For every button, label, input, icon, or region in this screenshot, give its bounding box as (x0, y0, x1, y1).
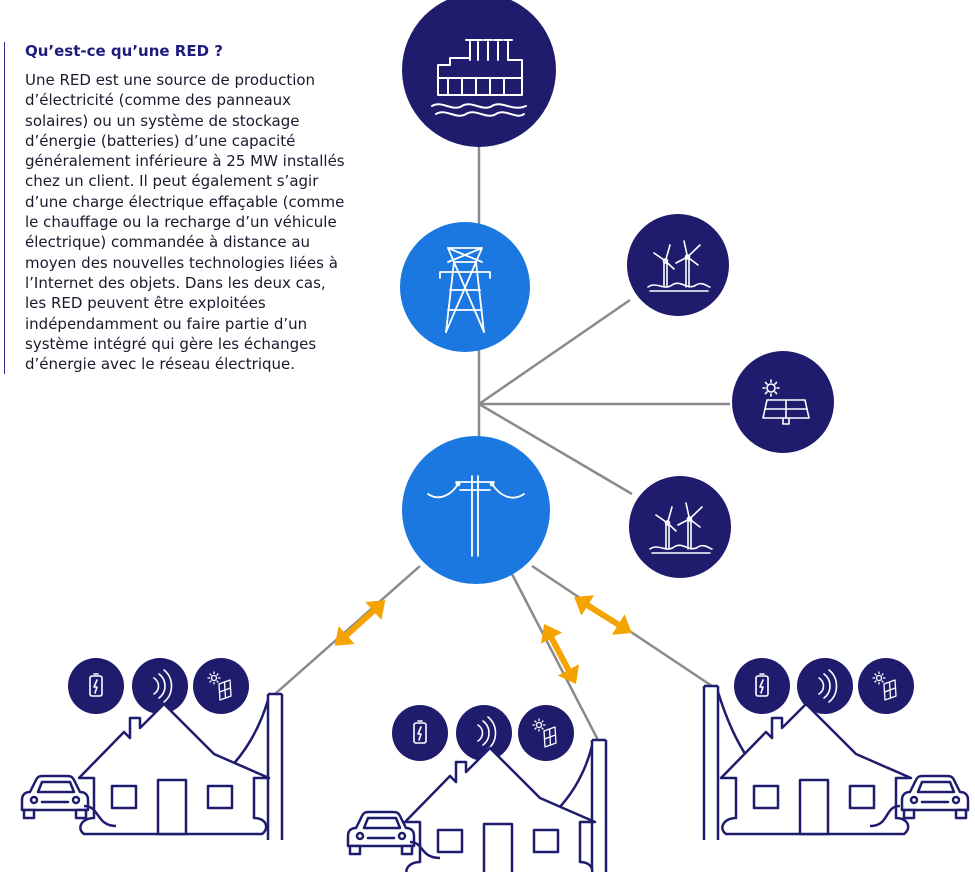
battery-badge (392, 705, 448, 761)
power-plant-node (402, 0, 556, 147)
bidirectional-arrow-icon (327, 591, 394, 654)
sidebar-body: Une RED est une source de production d’é… (25, 71, 345, 374)
distribution-pole-icon (427, 475, 525, 557)
battery-badge (68, 658, 124, 714)
wireless-badge (456, 705, 512, 761)
transmission-tower-node (400, 222, 530, 352)
grid-lines (274, 120, 730, 741)
electric-car-icon (20, 774, 90, 820)
house-icon (77, 702, 271, 836)
wireless-badge (797, 658, 853, 714)
solar-badge (858, 658, 914, 714)
electric-car-icon (900, 774, 970, 820)
battery-badge (734, 658, 790, 714)
power-plant-icon (431, 39, 527, 117)
solar-badge (518, 705, 574, 761)
sidebar-title: Qu’est-ce qu’une RED ? (25, 42, 223, 60)
wireless-badge (132, 658, 188, 714)
solar-panel-node (732, 351, 834, 453)
wind-turbines-node-top (627, 214, 729, 316)
house-icon (403, 746, 597, 872)
distribution-pole-node (402, 436, 550, 584)
house-group-right (702, 658, 970, 840)
line-to-house-middle (510, 573, 600, 741)
bidirectional-arrow-icon (568, 587, 638, 643)
house-icon (719, 702, 913, 836)
house-group-left (20, 658, 284, 840)
branch-line-wind-bottom (478, 402, 633, 496)
sidebar-text-block: Qu’est-ce qu’une RED ? Une RED est une s… (4, 42, 345, 375)
branch-line-wind-top (478, 298, 631, 406)
line-to-house-left (274, 565, 421, 695)
solar-badge (193, 658, 249, 714)
transmission-tower-icon (439, 247, 491, 333)
wind-turbines-node-bottom (629, 476, 731, 578)
house-group-middle (346, 705, 608, 872)
electric-car-icon (346, 810, 416, 856)
